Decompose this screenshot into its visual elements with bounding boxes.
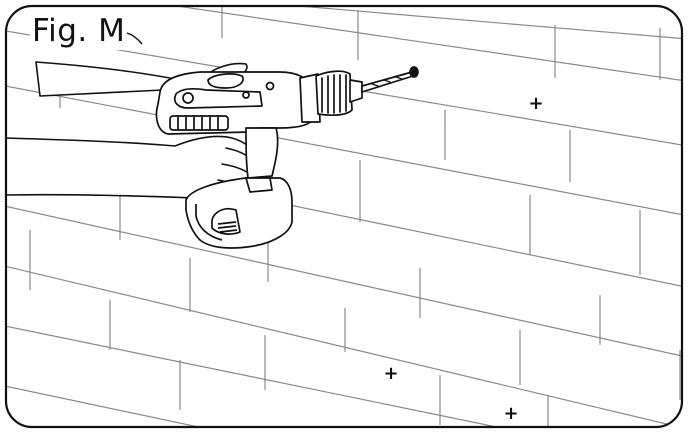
figure-label: Fig. M <box>30 13 128 50</box>
drill-mark: + <box>528 93 544 114</box>
drill-mark: + <box>503 403 519 424</box>
battery-icon <box>185 177 293 249</box>
figure-border <box>4 4 684 429</box>
drill-icon <box>155 66 419 179</box>
drill-mark: + <box>383 363 399 384</box>
